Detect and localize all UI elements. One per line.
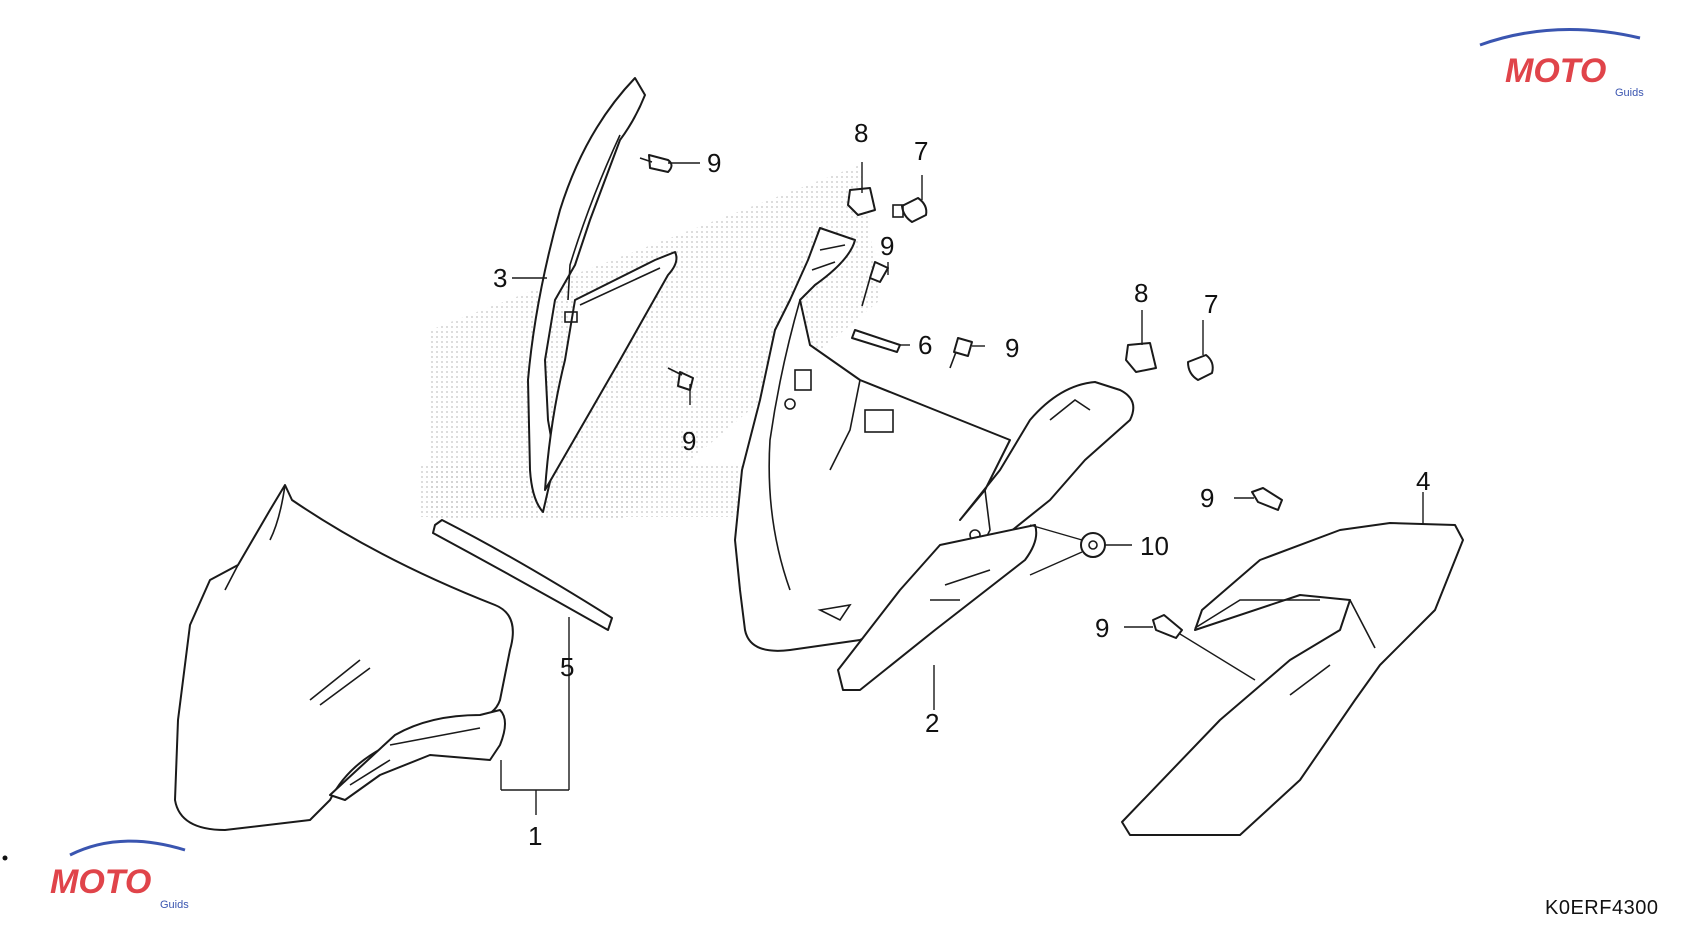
callout-7: 7	[914, 136, 928, 166]
callout-8: 8	[1134, 278, 1148, 308]
reference-code: K0ERF4300	[1545, 897, 1659, 919]
fastener-bolt-7-right	[1187, 354, 1214, 381]
fastener-screw-9-right-lower	[1152, 614, 1183, 639]
fastener-nut-8-right	[1125, 342, 1157, 373]
callout-1: 1	[528, 821, 542, 851]
callout-5: 5	[560, 652, 574, 682]
callout-6: 6	[918, 330, 932, 360]
fastener-screw-9-center	[949, 337, 973, 369]
callout-9: 9	[682, 426, 696, 456]
fastener-clip-6	[851, 329, 901, 353]
watermark-sub: Guids	[1615, 87, 1644, 99]
fastener-screw-9-upper	[639, 154, 673, 173]
callout-9: 9	[880, 231, 894, 261]
fastener-washer-10	[1080, 532, 1106, 558]
callout-9: 9	[1095, 613, 1109, 643]
callout-8: 8	[854, 118, 868, 148]
watermark-logo-bottom: MOTO Guids	[50, 839, 189, 911]
fastener-bolt-7-left	[892, 197, 928, 223]
callout-7: 7	[1204, 289, 1218, 319]
callout-9: 9	[1200, 483, 1214, 513]
part-2-front-cowl	[734, 227, 1135, 691]
part-4-side-cover	[1121, 522, 1464, 836]
fastener-nut-8-left	[847, 187, 876, 216]
leader-lines	[500, 162, 1424, 815]
watermark-brand: MOTO	[50, 863, 151, 901]
callout-9: 9	[1005, 333, 1019, 363]
callout-4: 4	[1416, 466, 1430, 496]
watermark-brand: MOTO	[1505, 52, 1606, 90]
callout-3: 3	[493, 263, 507, 293]
part-3-side-panel	[527, 77, 678, 513]
margin-dot	[2, 855, 8, 861]
part-1-windscreen	[174, 484, 514, 831]
watermark-sub: Guids	[160, 899, 189, 911]
fastener-screw-9-right-upper	[1251, 487, 1283, 511]
callout-10: 10	[1140, 531, 1169, 561]
callout-labels: 3 9 9 8 7 9 6 9 8 7 9 4 10 9 2 5 1	[493, 118, 1430, 851]
part-5-strip	[432, 519, 613, 631]
callout-9: 9	[707, 148, 721, 178]
fastener-screw-9-top-center	[861, 261, 889, 307]
callout-2: 2	[925, 708, 939, 738]
watermark-logo-top: MOTO Guids	[1479, 28, 1644, 99]
